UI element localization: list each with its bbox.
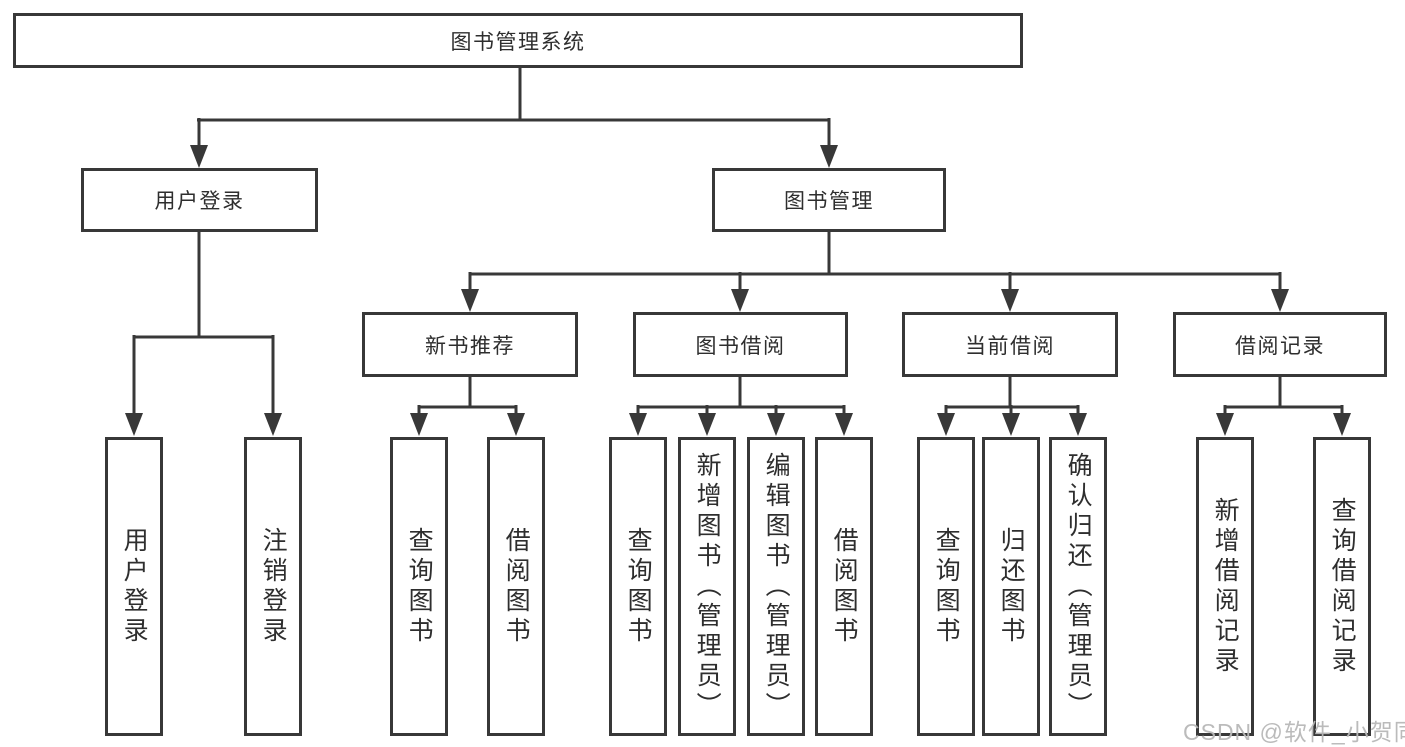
node-label: 编辑图书（管理员）: [762, 451, 791, 722]
node-label: 查询借阅记录: [1328, 496, 1357, 677]
arrow-icon: [410, 413, 428, 436]
node-label: 用户登录: [120, 526, 149, 647]
edge-root-to-level2: [197, 68, 831, 148]
node-label: 归还图书: [997, 526, 1026, 647]
node-label: 借阅记录: [1235, 334, 1325, 358]
arrow-icon: [629, 413, 647, 436]
node-label: 查询图书: [624, 526, 653, 647]
edge-userlogin-to-leaves: [132, 232, 275, 416]
leaf-borrow-books-recommend: 借阅图书: [487, 437, 545, 736]
node-label: 借阅图书: [830, 526, 859, 647]
node-label: 注销登录: [259, 526, 288, 647]
leaf-query-books-recommend: 查询图书: [390, 437, 448, 736]
leaf-add-book-admin: 新增图书（管理员）: [678, 437, 736, 736]
arrow-icon: [835, 413, 853, 436]
arrow-icon: [1271, 289, 1289, 312]
edge-bookmgmt-to-level3: [468, 232, 1282, 292]
node-current-borrowing: 当前借阅: [902, 312, 1118, 377]
csdn-watermark: CSDN @软件_小贺同学: [1183, 719, 1405, 745]
node-root-library-system: 图书管理系统: [13, 13, 1023, 68]
node-label: 图书管理: [784, 190, 874, 213]
node-user-login: 用户登录: [81, 168, 318, 232]
leaf-query-books-borrowing: 查询图书: [609, 437, 667, 736]
arrow-icon: [937, 413, 955, 436]
node-label: 查询图书: [405, 526, 434, 647]
arrow-icon: [1001, 289, 1019, 312]
edge-current-to-leaves: [944, 377, 1080, 416]
edge-borrowing-to-leaves: [636, 377, 846, 416]
arrow-icon: [461, 289, 479, 312]
arrow-icon: [820, 145, 838, 168]
arrowheads: [125, 145, 1351, 436]
arrow-icon: [264, 413, 282, 436]
arrow-icon: [507, 413, 525, 436]
arrow-icon: [698, 413, 716, 436]
edge-recommend-to-leaves: [417, 377, 518, 416]
arrow-icon: [767, 413, 785, 436]
leaf-edit-book-admin: 编辑图书（管理员）: [747, 437, 805, 736]
node-book-management: 图书管理: [712, 168, 946, 232]
node-label: 查询图书: [932, 526, 961, 647]
leaf-add-borrow-record: 新增借阅记录: [1196, 437, 1254, 736]
leaf-query-books-current: 查询图书: [917, 437, 975, 736]
leaf-logout: 注销登录: [244, 437, 302, 736]
node-label: 新增图书（管理员）: [693, 451, 722, 722]
arrow-icon: [125, 413, 143, 436]
arrow-icon: [1333, 413, 1351, 436]
node-label: 图书管理系统: [450, 30, 586, 54]
leaf-query-borrow-record: 查询借阅记录: [1313, 437, 1371, 736]
node-new-book-recommend: 新书推荐: [362, 312, 578, 377]
node-borrowing-records: 借阅记录: [1173, 312, 1387, 377]
leaf-user-login: 用户登录: [105, 437, 163, 736]
arrow-icon: [1069, 413, 1087, 436]
edge-records-to-leaves: [1223, 377, 1344, 416]
node-label: 借阅图书: [502, 526, 531, 647]
node-label: 当前借阅: [965, 334, 1055, 358]
arrow-icon: [731, 289, 749, 312]
node-label: 用户登录: [154, 190, 245, 213]
leaf-return-books: 归还图书: [982, 437, 1040, 736]
node-label: 确认归还（管理员）: [1064, 451, 1093, 722]
arrow-icon: [1216, 413, 1234, 436]
leaf-confirm-return-admin: 确认归还（管理员）: [1049, 437, 1107, 736]
node-label: 新增借阅记录: [1211, 496, 1240, 677]
node-book-borrowing: 图书借阅: [633, 312, 848, 377]
node-label: 图书借阅: [695, 334, 786, 358]
arrow-icon: [190, 145, 208, 168]
node-label: 新书推荐: [425, 334, 515, 358]
leaf-borrow-books-borrowing: 借阅图书: [815, 437, 873, 736]
arrow-icon: [1002, 413, 1020, 436]
